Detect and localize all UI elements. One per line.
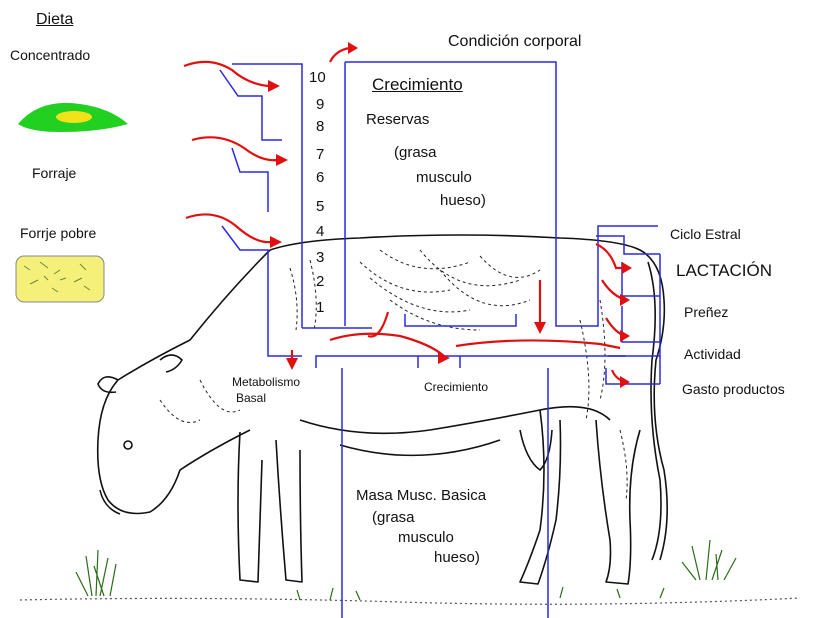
base-box-muscle: musculo <box>398 530 454 545</box>
diet-item-concentrate: Concentrado <box>10 48 90 62</box>
condition-scale-9: 9 <box>316 97 324 112</box>
output-estrous-cycle: Ciclo Estral <box>670 227 741 241</box>
growth-box-title: Crecimiento <box>372 76 463 93</box>
output-activity: Actividad <box>684 347 741 361</box>
condition-scale-3: 3 <box>316 250 324 265</box>
diet-item-forage: Forraje <box>32 166 76 180</box>
growth-box-reserves: Reservas <box>366 112 429 127</box>
growth-box-bone: hueso) <box>440 193 486 208</box>
flow-arrows <box>184 48 628 382</box>
condition-scale-8: 8 <box>316 119 324 134</box>
base-box-fat: (grasa <box>372 510 415 525</box>
base-box-bone: hueso) <box>434 550 480 565</box>
growth-flow-label: Crecimiento <box>424 381 488 393</box>
output-product-expenditure: Gasto productos <box>682 382 785 396</box>
condition-scale-6: 6 <box>316 170 324 185</box>
condition-scale-2: 2 <box>316 274 324 289</box>
condition-scale-10: 10 <box>309 70 326 85</box>
condition-title: Condición corporal <box>448 34 581 50</box>
growth-box-muscle: musculo <box>416 170 472 185</box>
growth-box-fat: (grasa <box>394 145 437 160</box>
basal-metabolism-label-2: Basal <box>236 392 266 404</box>
concentrate-icon <box>18 103 128 132</box>
condition-scale-4: 4 <box>316 224 324 239</box>
hay-bale-icon <box>16 256 104 302</box>
cow-outline <box>98 235 667 584</box>
diet-item-poor-forage: Forrje pobre <box>20 226 96 240</box>
output-lactation: LACTACIÓN <box>676 262 772 279</box>
diet-title: Dieta <box>36 12 73 28</box>
cow-hatching <box>160 250 627 500</box>
basal-metabolism-label: Metabolismo <box>232 376 300 388</box>
condition-scale-7: 7 <box>316 147 324 162</box>
condition-scale-1: 1 <box>316 300 324 315</box>
condition-scale-5: 5 <box>316 199 324 214</box>
output-pregnancy: Preñez <box>684 305 728 319</box>
grass-ground <box>20 540 800 604</box>
base-box-title: Masa Musc. Basica <box>356 488 486 503</box>
